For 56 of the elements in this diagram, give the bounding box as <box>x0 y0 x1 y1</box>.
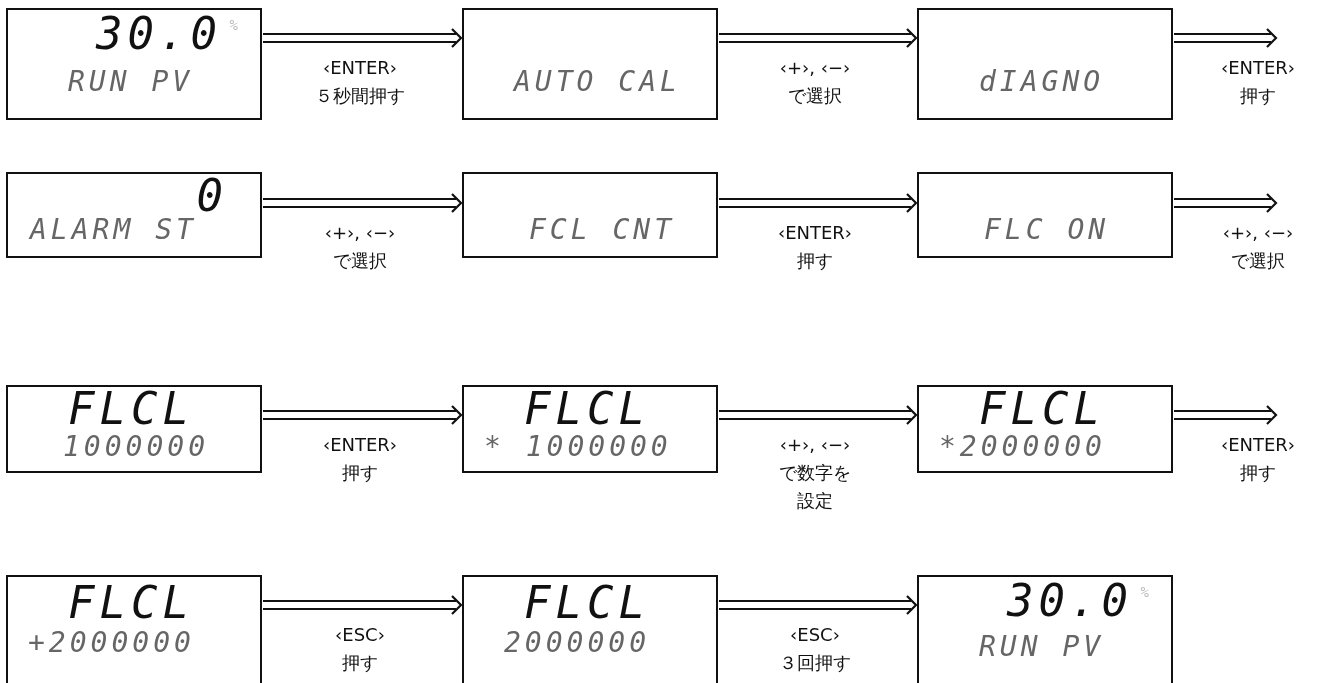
display-text: dIAGNO <box>979 68 1105 96</box>
double-arrow <box>717 27 918 49</box>
display-text: 1000000 <box>63 433 209 461</box>
double-arrow <box>261 594 463 616</box>
double-arrow <box>261 404 463 426</box>
display-text: 2000000 <box>504 629 650 657</box>
lcd-display <box>6 172 262 258</box>
display-text: RUN PV <box>68 68 194 96</box>
lcd-display <box>462 575 718 683</box>
display-text: RUN PV <box>979 633 1105 661</box>
double-arrow <box>261 27 463 49</box>
display-value: FLCL <box>524 581 650 625</box>
double-arrow <box>717 404 918 426</box>
edge-label: ‹ENTER› 押す <box>1219 56 1297 108</box>
lcd-display <box>917 575 1173 683</box>
lcd-display <box>917 385 1173 473</box>
edge-label: ‹ENTER› 押す <box>776 221 854 273</box>
display-text: * 1000000 <box>484 433 672 461</box>
edge-label: ‹ENTER› 押す <box>1219 433 1297 485</box>
display-value: FLCL <box>68 387 194 431</box>
display-value: 30.0 <box>1007 579 1133 623</box>
display-text: FCL CNT <box>529 216 675 244</box>
edge-label: ‹+›, ‹−› で選択 <box>323 221 397 273</box>
lcd-display <box>917 8 1173 120</box>
double-arrow <box>1172 27 1278 49</box>
unit-symbol: % <box>229 18 238 32</box>
display-value: FLCL <box>979 387 1105 431</box>
display-text: +2000000 <box>28 629 195 657</box>
edge-label: ‹+›, ‹−› で選択 <box>1221 221 1295 273</box>
lcd-display <box>6 8 262 120</box>
lcd-display <box>462 172 718 258</box>
lcd-display <box>6 575 262 683</box>
display-text: FLC ON <box>984 216 1110 244</box>
edge-label: ‹+›, ‹−› で選択 <box>778 56 852 108</box>
lcd-display <box>917 172 1173 258</box>
edge-label: ‹ESC› ３回押す <box>778 623 852 675</box>
double-arrow <box>261 192 463 214</box>
edge-label: ‹ENTER› ５秒間押す <box>314 56 406 108</box>
double-arrow <box>717 594 918 616</box>
display-text: AUTO CAL <box>514 68 681 96</box>
double-arrow <box>717 192 918 214</box>
display-text: ALARM ST <box>30 216 197 244</box>
lcd-display <box>6 385 262 473</box>
lcd-display <box>462 8 718 120</box>
double-arrow <box>1172 192 1278 214</box>
unit-symbol: % <box>1140 585 1149 599</box>
double-arrow <box>1172 404 1278 426</box>
display-value: FLCL <box>524 387 650 431</box>
edge-label: ‹ENTER› 押す <box>321 433 399 485</box>
edge-label: ‹ESC› 押す <box>334 623 386 675</box>
lcd-display <box>462 385 718 473</box>
edge-label: ‹+›, ‹−› で数字を設定 <box>778 433 852 513</box>
display-text: *2000000 <box>939 433 1106 461</box>
display-value: 0 <box>196 174 228 218</box>
display-value: 30.0 <box>96 12 222 56</box>
display-value: FLCL <box>68 581 194 625</box>
